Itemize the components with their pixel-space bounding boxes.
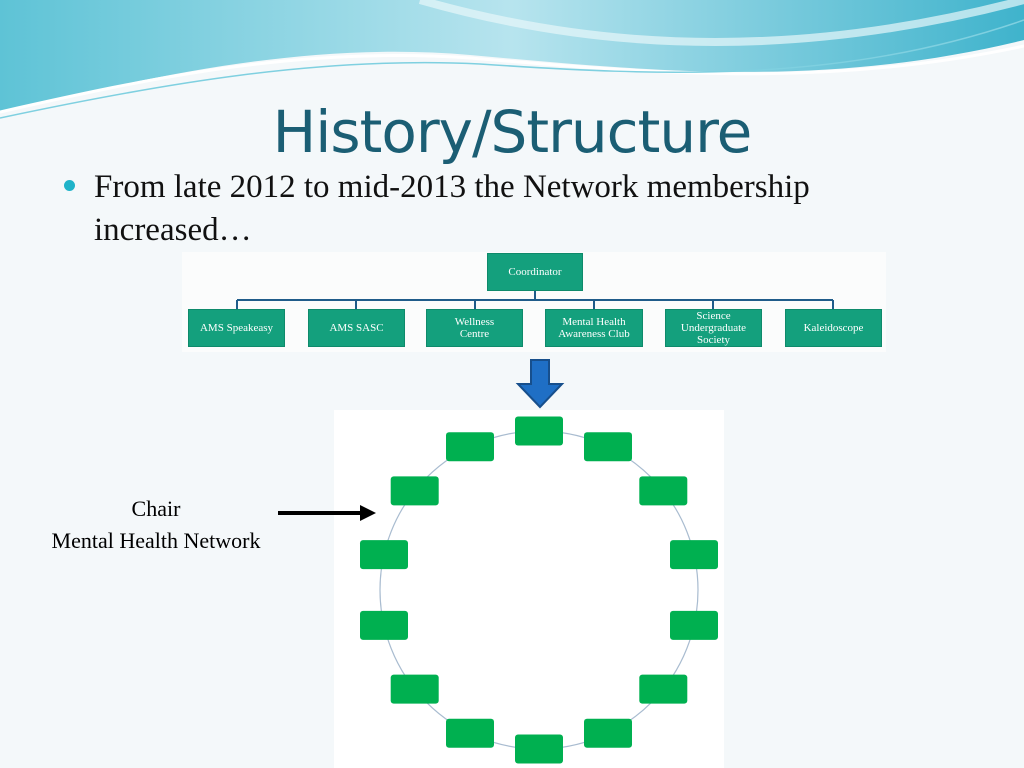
ring-node bbox=[390, 674, 439, 704]
ring-node bbox=[639, 476, 688, 506]
ring-node bbox=[584, 718, 632, 748]
ring-node bbox=[446, 718, 494, 748]
bullet-icon bbox=[64, 180, 75, 191]
org-box-member: Science Undergraduate Society bbox=[665, 309, 762, 347]
org-box-member: AMS SASC bbox=[308, 309, 405, 347]
ring-node bbox=[360, 610, 408, 640]
chair-label-network: Mental Health Network bbox=[51, 528, 261, 553]
ring-node bbox=[360, 540, 408, 570]
bullet-text: From late 2012 to mid-2013 the Network m… bbox=[94, 169, 810, 248]
org-box-member: AMS Speakeasy bbox=[188, 309, 285, 347]
header-wave bbox=[0, 0, 1024, 119]
ring-node bbox=[390, 476, 439, 506]
ring-node bbox=[670, 540, 718, 570]
ring-node bbox=[446, 432, 494, 462]
pointer-arrow-icon bbox=[278, 505, 376, 521]
ring-node bbox=[515, 734, 563, 764]
ring-node bbox=[670, 610, 718, 640]
ring-node bbox=[584, 432, 632, 462]
ring-diagram-panel bbox=[334, 410, 724, 768]
org-box-coordinator: Coordinator bbox=[487, 253, 583, 291]
org-box-member: Wellness Centre bbox=[426, 309, 523, 347]
org-box-member: Mental Health Awareness Club bbox=[545, 309, 643, 347]
chair-label-title: Chair bbox=[131, 496, 181, 521]
ring-node bbox=[639, 674, 688, 704]
ring-node bbox=[515, 416, 563, 446]
down-arrow-icon bbox=[515, 359, 565, 409]
org-box-member: Kaleidoscope bbox=[785, 309, 882, 347]
chair-label: Chair Mental Health Network bbox=[20, 493, 292, 557]
slide-title: History/Structure bbox=[272, 98, 753, 166]
